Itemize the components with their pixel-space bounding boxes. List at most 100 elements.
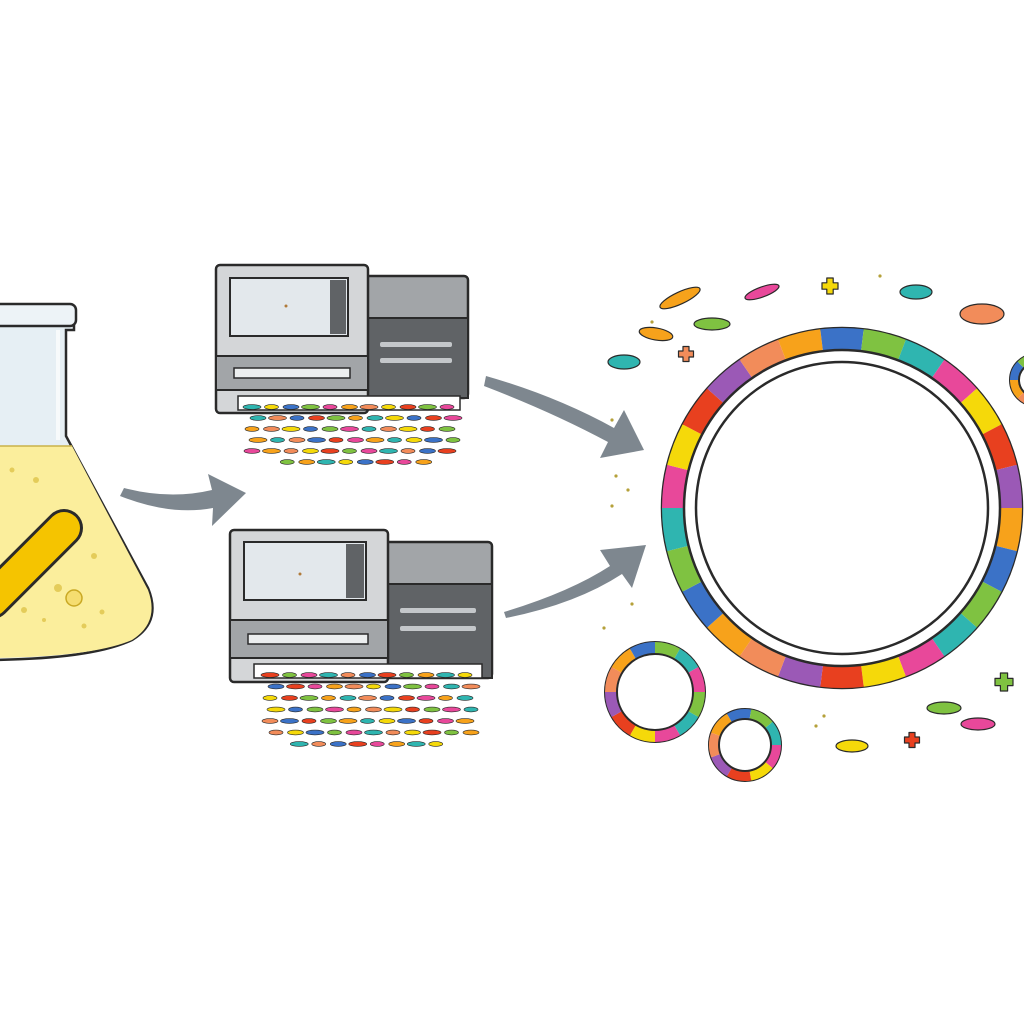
dna-fragment-icon <box>358 695 377 701</box>
dna-fragment-icon <box>338 459 354 465</box>
culture-flask-icon <box>0 302 154 662</box>
dna-fragment-icon <box>396 459 412 465</box>
dna-fragment-icon <box>348 741 368 747</box>
ring-segment <box>655 642 680 660</box>
ring-segment <box>995 464 1022 508</box>
dna-fragment-icon <box>347 437 364 443</box>
dna-fragment-icon <box>381 404 396 410</box>
dna-fragment-icon <box>744 283 780 301</box>
dna-fragment-icon <box>444 729 459 736</box>
dna-fragment-icon <box>342 448 357 454</box>
scatter-dot <box>610 504 614 508</box>
dna-fragment-icon <box>359 404 379 410</box>
dna-fragment-icon <box>693 317 731 331</box>
dna-fragment-icon <box>300 672 318 678</box>
dna-fragment-icon <box>424 683 440 690</box>
dna-fragment-icon <box>289 415 305 421</box>
dna-fragment-icon <box>359 672 376 678</box>
dna-fragment-icon <box>960 717 996 731</box>
dna-fragment-icon <box>416 695 436 701</box>
dna-fragment-icon <box>377 672 397 678</box>
ring-segment <box>709 732 721 758</box>
ring-segment <box>1017 392 1024 404</box>
dna-fragment-icon <box>405 706 420 713</box>
read-fragments <box>260 672 481 747</box>
dna-fragment-icon <box>457 672 473 678</box>
dna-fragment-icon <box>270 437 285 443</box>
dna-fragment-icon <box>338 718 358 724</box>
dna-fragment-icon <box>398 426 418 432</box>
dna-fragment-icon <box>321 426 339 432</box>
flow-arrow-icon <box>120 474 246 526</box>
dna-fragment-icon <box>244 426 260 432</box>
dna-fragment-icon <box>287 729 304 736</box>
dna-fragment-icon <box>406 415 422 421</box>
scatter-dot <box>630 602 634 606</box>
dna-fragment-icon <box>365 706 382 713</box>
dna-fragment-icon <box>418 718 434 724</box>
dna-fragment-icon <box>344 683 364 690</box>
plasmid-ring-icon <box>1009 355 1024 405</box>
dna-fragment-icon <box>262 695 278 701</box>
dna-fragment-icon <box>360 718 375 724</box>
floating-dna-fragments <box>607 277 1014 753</box>
ring-segment <box>1017 356 1024 368</box>
dna-fragment-icon <box>326 415 346 421</box>
dna-fragment-icon <box>299 695 319 701</box>
dna-fragment-icon <box>326 683 343 690</box>
ring-segment <box>749 709 773 729</box>
ring-segment <box>931 612 977 657</box>
ring-segment <box>727 709 752 723</box>
dna-fragment-icon <box>380 426 397 432</box>
scatter-dot <box>610 418 614 422</box>
ring-segment <box>1010 380 1024 399</box>
ring-segment <box>674 711 699 736</box>
ring-segment <box>960 388 1002 435</box>
dna-fragment-icon <box>262 448 281 454</box>
dna-fragment-icon <box>288 437 306 443</box>
dna-fragment-icon <box>365 437 385 443</box>
dna-fragment-icon <box>439 404 455 410</box>
scatter-dot <box>626 488 630 492</box>
ring-segment <box>711 713 732 737</box>
dna-fragment-icon <box>638 326 674 342</box>
dna-fragment-icon <box>308 415 325 421</box>
ring-segment <box>764 745 781 769</box>
dna-fragment-icon <box>341 404 358 410</box>
ring-segment <box>707 359 753 404</box>
dna-fragment-icon <box>463 706 479 713</box>
dna-fragment-icon <box>445 437 461 443</box>
flow-arrow-icon <box>504 545 646 618</box>
dna-fragment-icon <box>375 459 395 465</box>
ring-segment <box>820 664 864 689</box>
dna-fragment-icon <box>383 706 403 713</box>
dna-fragment-icon <box>456 695 474 701</box>
dna-fragment-icon <box>282 672 297 678</box>
ring-segment <box>630 724 655 742</box>
dna-fragment-icon <box>369 741 385 747</box>
dna-fragment-icon <box>320 718 337 724</box>
dna-fragment-icon <box>438 695 453 701</box>
dna-fragment-icon <box>307 683 323 690</box>
read-fragments <box>242 404 463 465</box>
ring-segment <box>820 328 864 352</box>
dna-fragment-icon <box>328 437 344 443</box>
dna-fragment-icon <box>959 303 1005 325</box>
scatter-dot <box>602 626 606 630</box>
scatter-dot <box>650 320 654 324</box>
culture-liquid <box>0 446 152 658</box>
dna-fragment-icon <box>366 683 381 690</box>
dna-fragment-icon <box>677 345 695 363</box>
assembled-genome-ring-icon <box>660 326 1024 690</box>
dna-fragment-icon <box>321 695 336 701</box>
dna-fragment-icon <box>379 695 395 701</box>
dna-fragment-icon <box>899 284 933 300</box>
dna-fragment-icon <box>404 729 421 736</box>
ring-segment <box>764 721 781 745</box>
dna-fragment-icon <box>345 729 363 736</box>
dna-fragment-icon <box>340 672 356 678</box>
dna-fragment-icon <box>327 729 342 736</box>
dna-fragment-icon <box>307 437 326 443</box>
ring-segment <box>898 638 945 677</box>
dna-fragment-icon <box>305 729 325 736</box>
